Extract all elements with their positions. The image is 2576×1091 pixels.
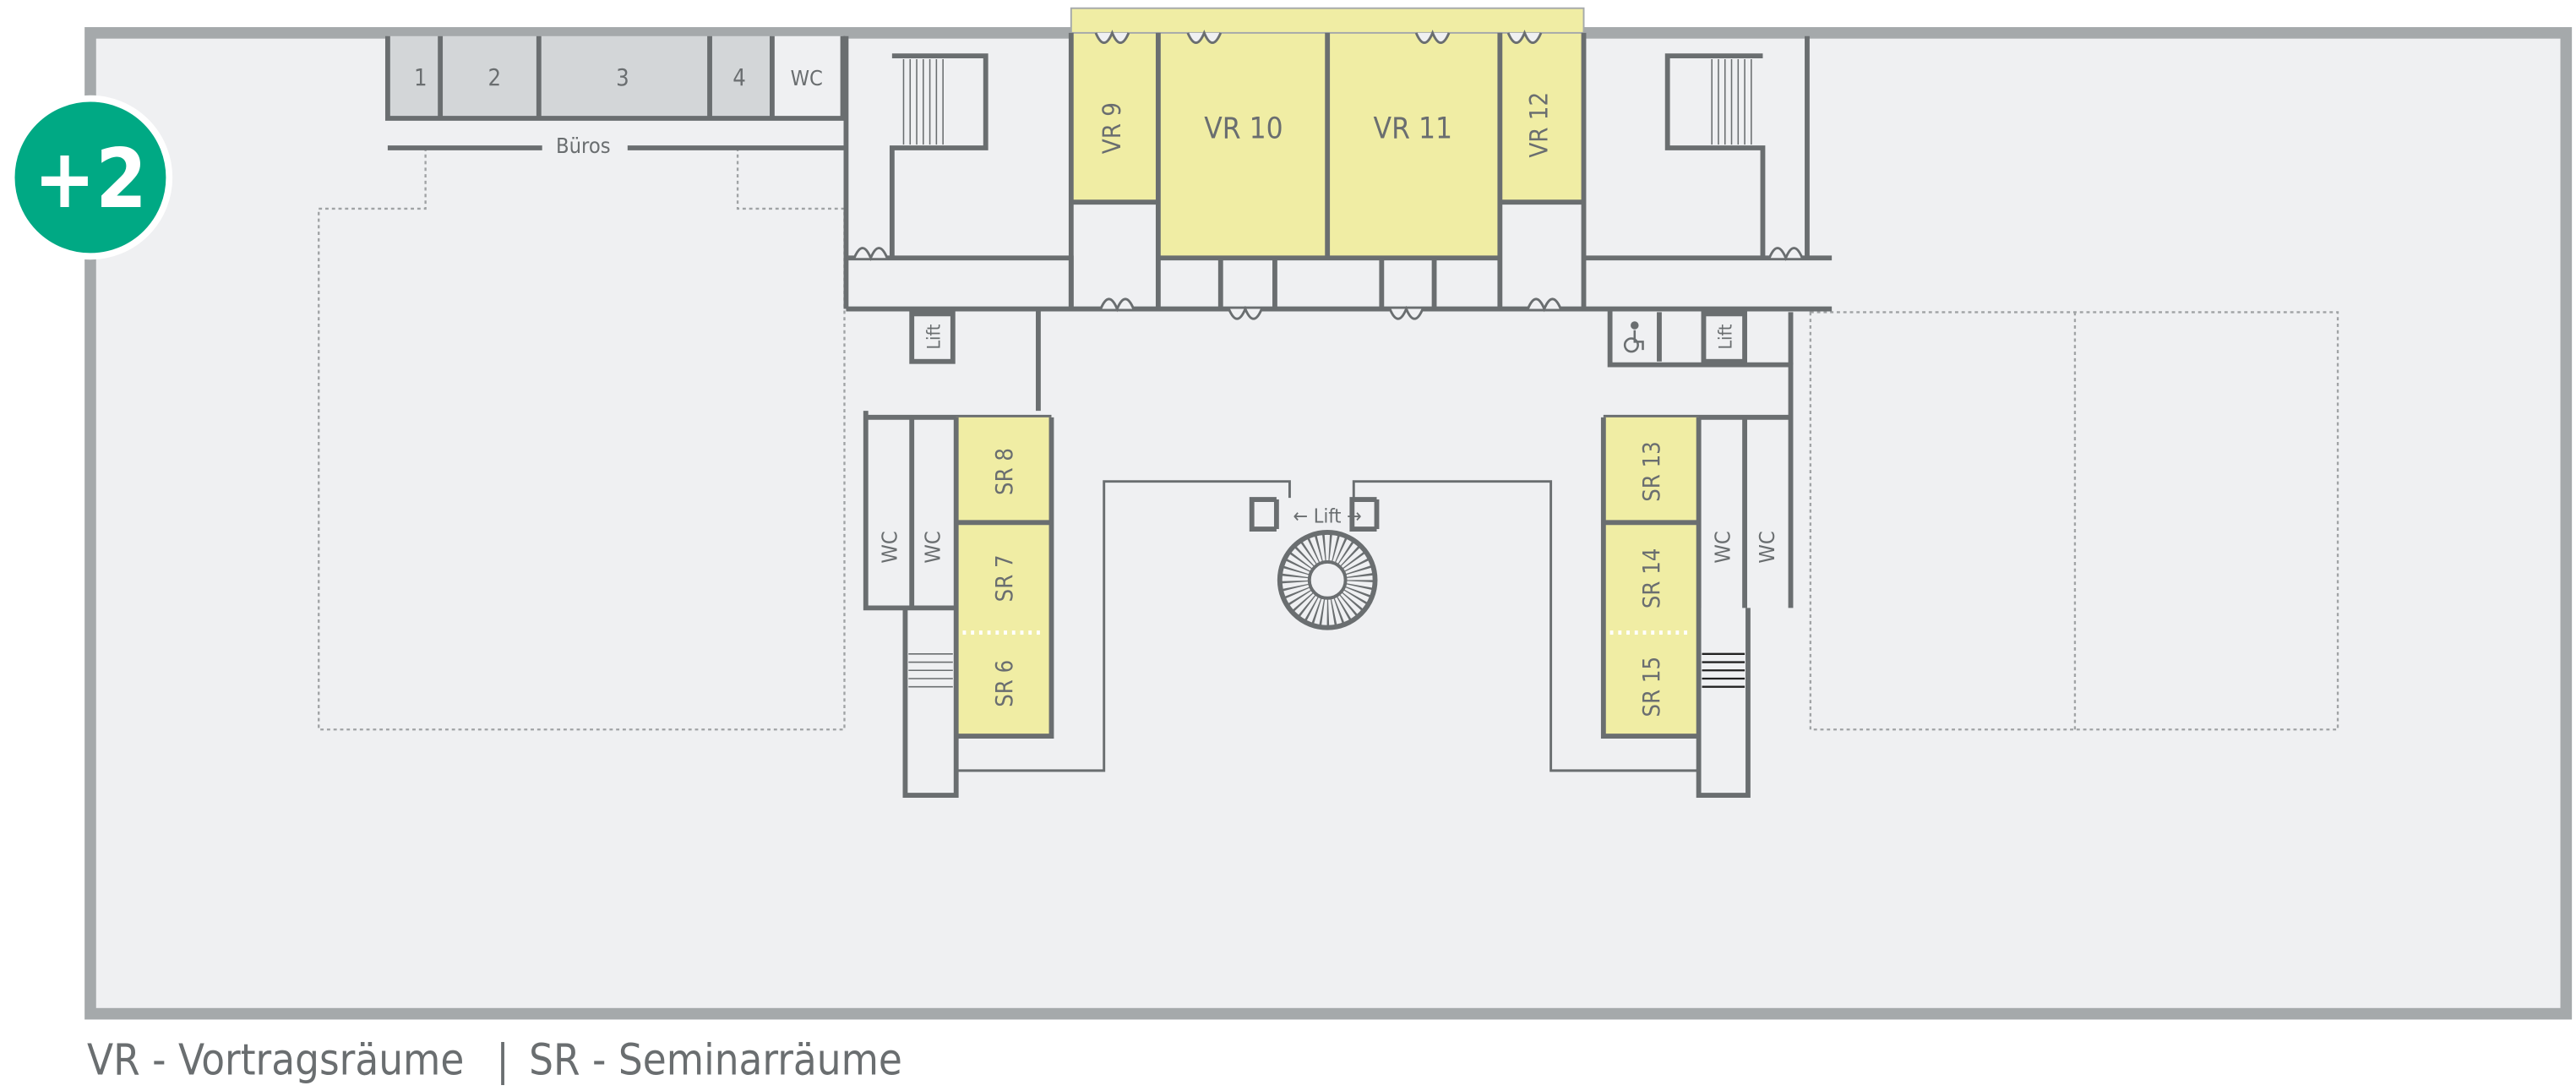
atrium-outline (956, 480, 1291, 772)
central-lift: ← Lift → (1249, 497, 1380, 532)
room-vr-11: VR 11 (1374, 112, 1452, 145)
lift-right-label: Lift (1716, 324, 1737, 349)
stairwell-left (889, 53, 988, 259)
room-sr-13: SR 13 (1639, 441, 1665, 501)
wc-left-2: WC (920, 531, 945, 563)
office-wc: WC (791, 66, 823, 90)
legend-vr: VR - Vortragsräume (87, 1035, 464, 1085)
atrium-outline-right (1352, 480, 1699, 772)
office-4: 4 (732, 65, 746, 91)
room-vr-12: VR 12 (1525, 92, 1554, 158)
legend: VR - Vortragsräume | SR - Seminarräume (87, 1035, 902, 1085)
office-2: 2 (488, 65, 502, 91)
office-block: 1 2 3 4 WC Büros (384, 35, 847, 158)
central-lift-label: ← Lift → (1293, 504, 1362, 527)
office-3: 3 (616, 65, 629, 91)
wc-right-2: WC (1755, 531, 1779, 563)
lift-left-label: Lift (923, 324, 945, 349)
spiral-staircase-icon (1277, 530, 1378, 630)
wc-right-1: WC (1711, 531, 1735, 563)
lift-left (909, 311, 956, 364)
room-sr-15: SR 15 (1639, 657, 1665, 717)
wc-left-1: WC (878, 531, 902, 563)
room-vr-10: VR 10 (1204, 112, 1283, 145)
room-sr-7: SR 7 (992, 554, 1018, 602)
room-vr-9: VR 9 (1097, 102, 1126, 154)
room-sr-14: SR 14 (1639, 548, 1665, 608)
wheelchair-icon (1623, 321, 1644, 353)
legend-separator: | (496, 1035, 509, 1085)
lift-shafts-right (1657, 312, 1794, 365)
office-1: 1 (414, 65, 428, 91)
floor-badge: +2 (8, 95, 173, 260)
seminar-rooms-right: SR 13 SR 14 SR 15 WC WC (1600, 417, 1779, 798)
stairwell-right (1664, 53, 1766, 259)
lift-right (1701, 311, 1747, 364)
legend-sr: SR - Seminarräume (529, 1035, 902, 1085)
floor-badge-label: +2 (34, 131, 147, 226)
lecture-room-block: VR 9 VR 10 VR 11 VR 12 (852, 7, 1804, 320)
room-sr-6: SR 6 (992, 660, 1018, 707)
seminar-rooms-left: SR 8 SR 7 SR 6 WC WC (878, 417, 1054, 798)
offices-label: Büros (556, 134, 611, 158)
room-sr-8: SR 8 (992, 448, 1018, 495)
